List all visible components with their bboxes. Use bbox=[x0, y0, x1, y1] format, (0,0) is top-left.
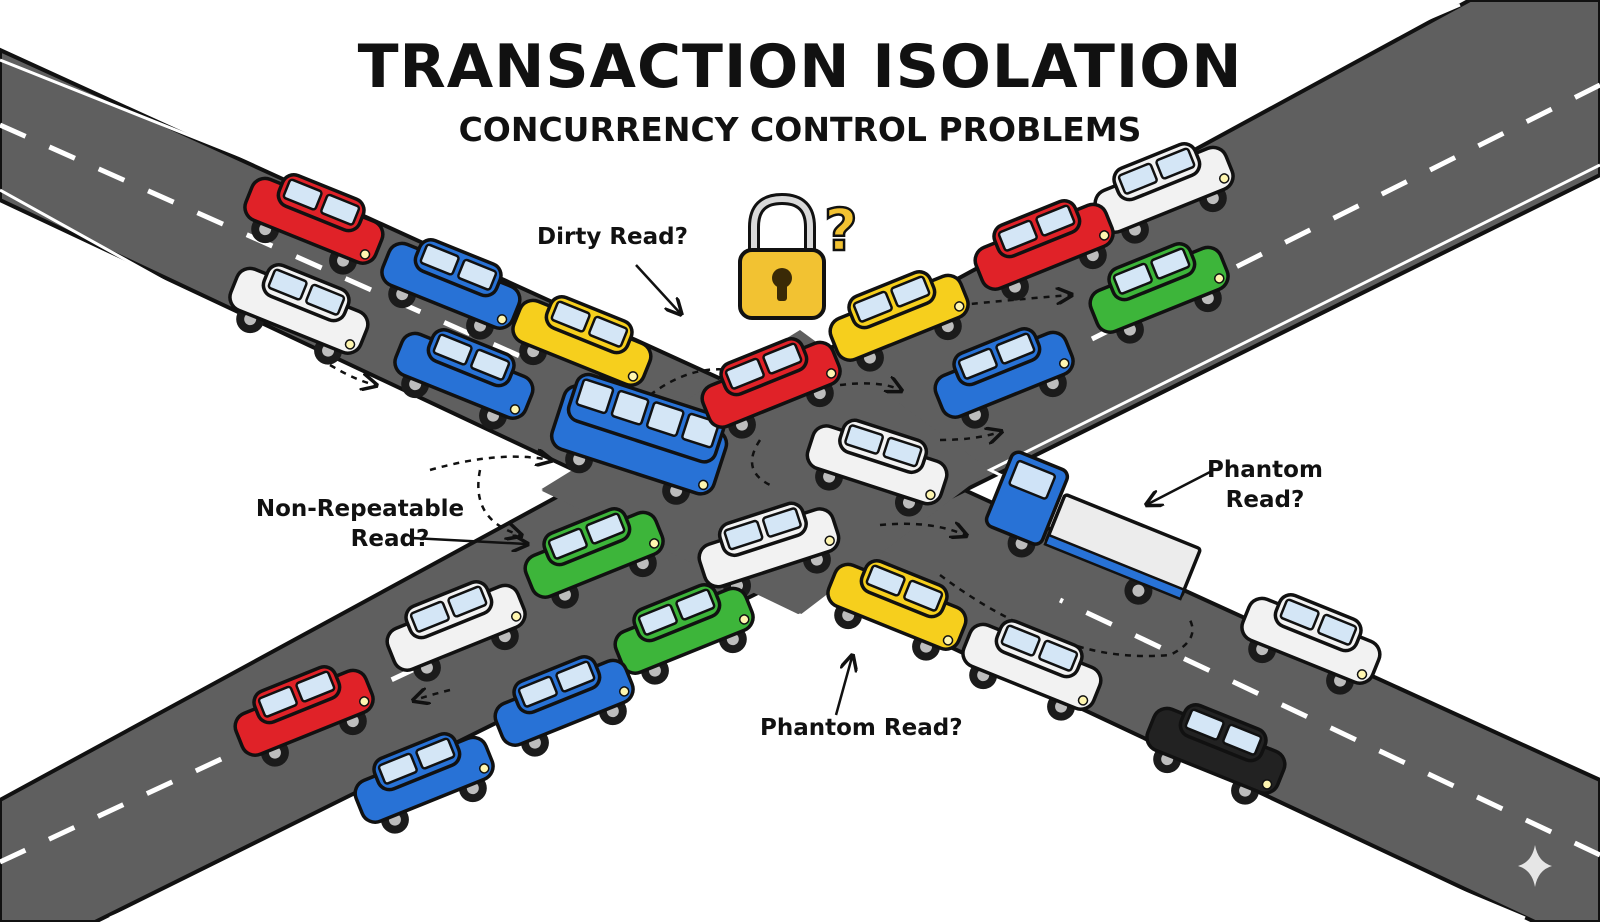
car bbox=[353, 732, 495, 834]
car bbox=[1093, 142, 1235, 244]
car bbox=[1088, 242, 1230, 344]
car bbox=[933, 327, 1075, 429]
phantom-right-line1: Phantom bbox=[1207, 457, 1323, 483]
car bbox=[697, 501, 841, 600]
phantom-read-label-bottom: Phantom Read? bbox=[760, 715, 963, 741]
phantom-right-line2: Read? bbox=[1225, 487, 1305, 513]
car bbox=[613, 583, 755, 685]
cars-layer bbox=[228, 142, 1382, 834]
car bbox=[523, 507, 665, 609]
page-subtitle: CONCURRENCY CONTROL PROBLEMS bbox=[458, 110, 1142, 149]
car bbox=[380, 238, 522, 340]
non-repeatable-line2: Read? bbox=[350, 526, 430, 552]
label-pointers bbox=[411, 264, 1211, 716]
car bbox=[493, 655, 635, 757]
car bbox=[385, 580, 527, 682]
phantom-read-label-right: Phantom Read? bbox=[1200, 455, 1330, 515]
non-repeatable-read-label: Non-Repeatable Read? bbox=[255, 494, 465, 554]
padlock-icon bbox=[738, 192, 826, 320]
sparkle-icon bbox=[1518, 845, 1552, 887]
car bbox=[1145, 703, 1287, 805]
dirty-read-label: Dirty Read? bbox=[537, 224, 688, 250]
bus bbox=[549, 372, 729, 505]
car bbox=[233, 665, 375, 767]
truck bbox=[984, 450, 1202, 605]
car bbox=[805, 418, 949, 517]
car bbox=[700, 337, 842, 439]
car bbox=[1240, 593, 1382, 695]
page-title: TRANSACTION ISOLATION bbox=[357, 32, 1243, 102]
question-mark-icon: ? bbox=[823, 195, 859, 266]
car bbox=[511, 295, 653, 397]
road-edge-lines bbox=[0, 3, 1600, 920]
car bbox=[961, 619, 1103, 721]
car bbox=[826, 559, 968, 661]
car bbox=[973, 199, 1115, 301]
car bbox=[828, 270, 970, 372]
car bbox=[228, 263, 370, 365]
svg-text:?: ? bbox=[824, 196, 858, 264]
car bbox=[243, 173, 385, 275]
car bbox=[393, 328, 535, 430]
non-repeatable-line1: Non-Repeatable bbox=[255, 496, 465, 522]
